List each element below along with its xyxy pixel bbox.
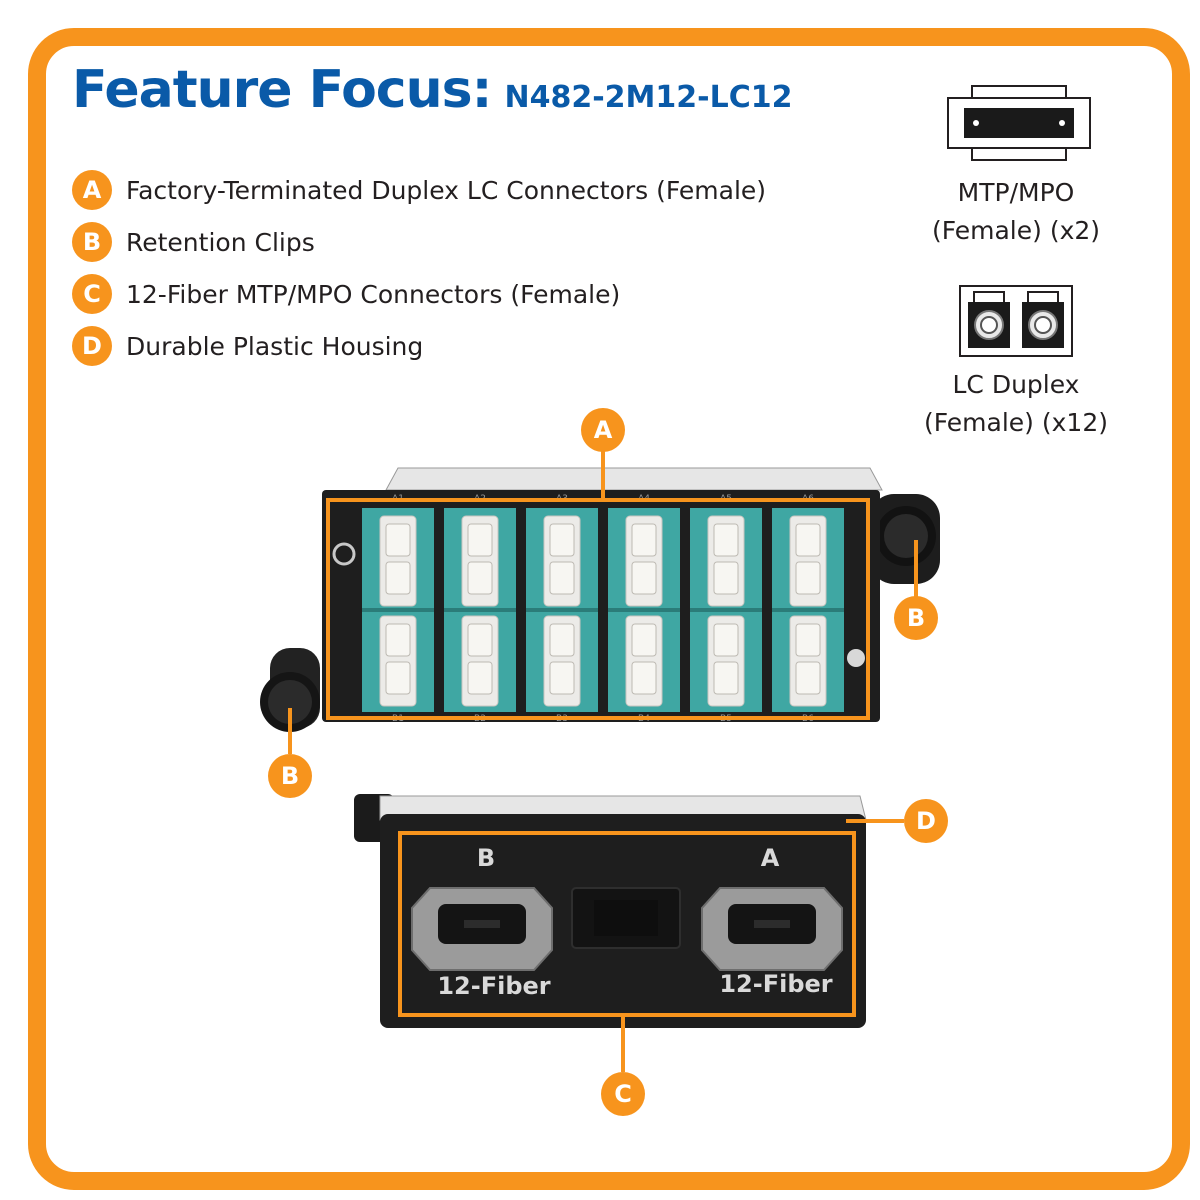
callout-b-right: B <box>894 596 938 640</box>
port-label-b1: B1 <box>392 714 404 724</box>
badge-b: B <box>72 222 112 262</box>
title-text: Feature Focus: <box>72 60 492 120</box>
port-b-letter: B <box>477 844 495 872</box>
feature-item-d: D Durable Plastic Housing <box>72 320 766 372</box>
port-label-a3: A3 <box>556 494 568 504</box>
model-number: N482-2M12-LC12 <box>504 80 793 115</box>
port-label-a1: A1 <box>392 494 404 504</box>
mtp-connector-icon <box>947 85 1091 161</box>
badge-c: C <box>72 274 112 314</box>
mtp-port-a <box>701 887 843 971</box>
port-label-a4: A4 <box>638 494 650 504</box>
port-a-caption: 12-Fiber <box>719 970 832 998</box>
mtp-legend-label: MTP/MPO (Female) (x2) <box>916 174 1116 250</box>
port-label-a2: A2 <box>474 494 486 504</box>
lc-legend-line1: LC Duplex <box>952 370 1080 399</box>
front-panel-image: A1 A2 A3 A4 A5 A6 B1 B2 B3 B4 B5 B6 <box>260 467 940 732</box>
badge-a: A <box>72 170 112 210</box>
port-label-a5: A5 <box>720 494 732 504</box>
callout-a: A <box>581 408 625 452</box>
feature-label-a: Factory-Terminated Duplex LC Connectors … <box>126 175 767 205</box>
lc-duplex-icon <box>959 285 1073 357</box>
feature-label-b: Retention Clips <box>126 227 315 257</box>
feature-label-c: 12-Fiber MTP/MPO Connectors (Female) <box>126 279 621 309</box>
callout-c: C <box>601 1072 645 1116</box>
port-a-letter: A <box>761 844 780 872</box>
port-label-b6: B6 <box>802 714 814 724</box>
lc-legend-line2: (Female) (x12) <box>924 408 1108 437</box>
rear-panel-image: B A 12-Fiber 12-Fiber <box>354 794 867 1028</box>
mtp-legend-line1: MTP/MPO <box>957 178 1075 207</box>
feature-list: A Factory-Terminated Duplex LC Connector… <box>72 164 766 372</box>
mtp-port-b <box>411 887 553 971</box>
port-label-b4: B4 <box>638 714 650 724</box>
mtp-legend-line2: (Female) (x2) <box>931 216 1101 245</box>
port-label-b5: B5 <box>720 714 732 724</box>
feature-item-a: A Factory-Terminated Duplex LC Connector… <box>72 164 766 216</box>
page-title: Feature Focus: N482-2M12-LC12 <box>72 60 793 120</box>
feature-item-c: C 12-Fiber MTP/MPO Connectors (Female) <box>72 268 766 320</box>
feature-item-b: B Retention Clips <box>72 216 766 268</box>
feature-label-d: Durable Plastic Housing <box>126 331 424 361</box>
port-label-b2: B2 <box>474 714 486 724</box>
orange-frame <box>28 28 1190 1190</box>
callout-b-left: B <box>268 754 312 798</box>
callout-d: D <box>904 799 948 843</box>
lc-legend-label: LC Duplex (Female) (x12) <box>916 366 1116 442</box>
port-label-a6: A6 <box>802 494 814 504</box>
port-b-caption: 12-Fiber <box>437 972 550 1000</box>
badge-d: D <box>72 326 112 366</box>
port-label-b3: B3 <box>556 714 568 724</box>
